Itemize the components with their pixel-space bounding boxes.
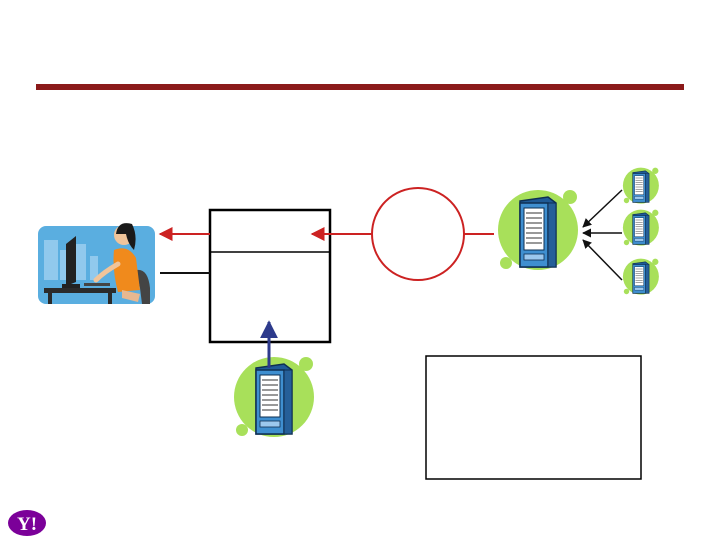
main-server [497,189,579,271]
backend-server-3 [622,258,660,295]
arrow-backend1-to-server [582,189,623,228]
title-rule [36,84,684,90]
yahoo-logo: Y! [8,510,46,536]
network-circle [371,187,465,281]
cache-box [208,208,332,344]
bottom-server [233,356,315,438]
user-at-computer [38,223,155,304]
arrow-backend3-to-server [582,239,623,281]
note-box [425,355,642,480]
backend-server-1 [622,167,660,204]
backend-server-2 [622,209,660,246]
yahoo-logo-text: Y! [17,514,37,535]
